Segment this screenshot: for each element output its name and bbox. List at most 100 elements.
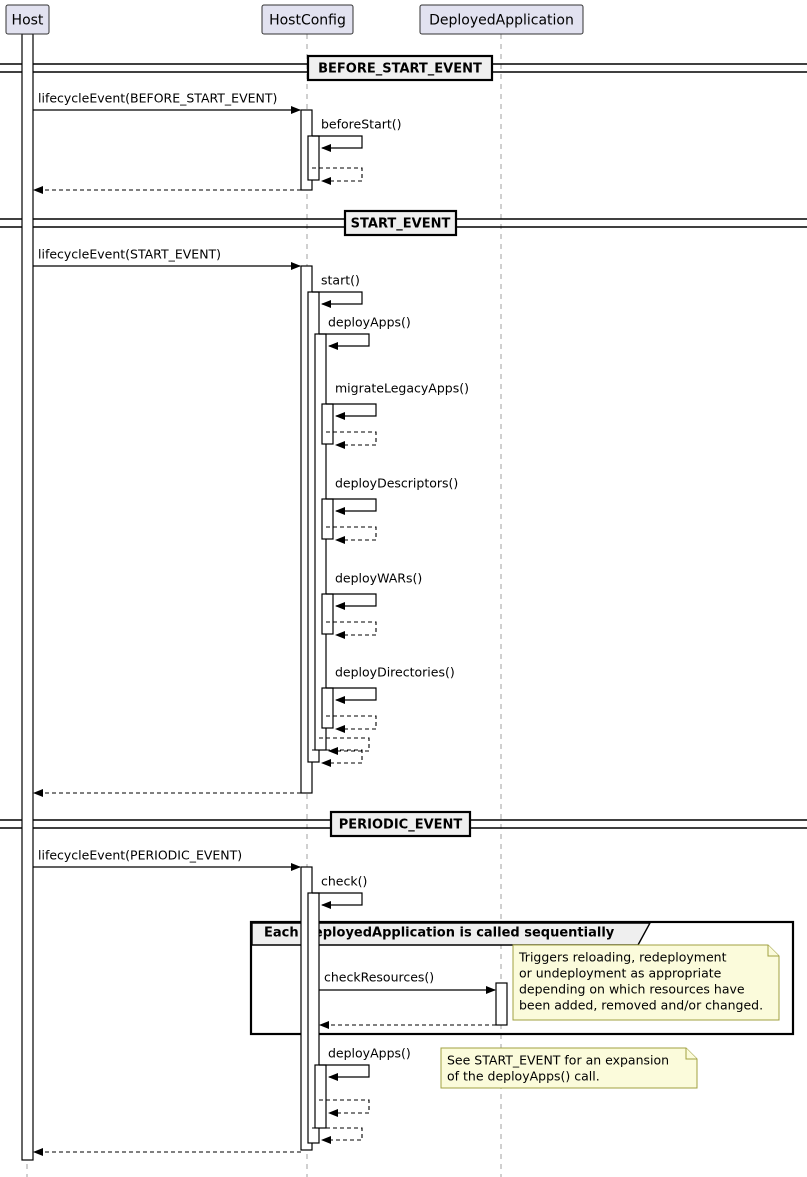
divider-box: [306, 54, 494, 82]
message-label: deployWARs(): [335, 571, 422, 586]
self-call-path: [326, 621, 377, 639]
participant-hostconfig[interactable]: HostConfig: [261, 4, 354, 35]
activations-layer: [21, 33, 508, 1161]
note-line: or undeployment as appropriate: [519, 966, 722, 981]
activation-bar-host-root: [21, 33, 34, 1161]
divider-label: BEFORE_START_EVENT: [318, 62, 482, 77]
message-m6: start(): [312, 273, 363, 308]
message-m13: [326, 621, 377, 639]
participant-host[interactable]: Host: [5, 4, 50, 35]
self-call-path: [319, 1099, 370, 1117]
self-call-path: [312, 892, 363, 909]
message-m9: [326, 431, 377, 449]
groups-layer: Each DeployedApplication is called seque…: [249, 920, 795, 1036]
group-frame: [249, 920, 795, 1036]
message-m8: migrateLegacyApps(): [326, 381, 469, 420]
message-label: lifecycleEvent(PERIODIC_EVENT): [38, 848, 242, 863]
self-call-path: [312, 749, 363, 767]
message-m17: [312, 749, 363, 767]
message-m25: [312, 1127, 363, 1144]
activation-bar-hc-before-start-nested: [307, 135, 320, 181]
divider-box: [329, 810, 472, 838]
message-m12: deployWARs(): [326, 571, 422, 610]
message-label: migrateLegacyApps(): [335, 381, 469, 396]
message-m21: checkResources(): [319, 970, 496, 994]
message-m10: deployDescriptors(): [326, 476, 458, 515]
note-line: been added, removed and/or changed.: [519, 998, 763, 1013]
self-call-path: [326, 403, 377, 420]
participant-box-hostconfig[interactable]: [261, 4, 354, 35]
message-m1: lifecycleEvent(BEFORE_START_EVENT): [33, 91, 301, 114]
self-call-path: [326, 687, 377, 704]
divider-periodic-event: PERIODIC_EVENT: [0, 810, 807, 838]
activation-bar-hc-start-mig: [321, 403, 334, 445]
activation-bar-hc-start-dir: [321, 687, 334, 729]
participant-deployedapp[interactable]: DeployedApplication: [419, 4, 584, 35]
note-line: See START_EVENT for an expansion: [447, 1053, 669, 1068]
message-m24: [319, 1099, 370, 1117]
message-label: checkResources(): [324, 970, 434, 985]
note-line: depending on which resources have: [519, 982, 745, 997]
activation-bar-hc-periodic-2: [314, 1064, 327, 1129]
message-label: check(): [321, 874, 367, 889]
activation-bar-hc-start-war: [321, 593, 334, 635]
messages-layer: lifecycleEvent(BEFORE_START_EVENT)before…: [33, 91, 496, 1156]
divider-label: PERIODIC_EVENT: [339, 818, 463, 833]
message-m5: lifecycleEvent(START_EVENT): [33, 247, 301, 270]
self-call-path: [326, 431, 377, 449]
group-each-deployedapplication: Each DeployedApplication is called seque…: [249, 920, 795, 1036]
message-m20: check(): [312, 874, 367, 909]
participant-label-host: Host: [12, 13, 44, 29]
message-m14: deployDirectories(): [326, 665, 455, 704]
divider-box: [343, 209, 458, 237]
group-label: Each DeployedApplication is called seque…: [264, 926, 615, 941]
self-call-path: [319, 333, 370, 350]
note-fold-corner: [685, 1048, 697, 1060]
message-label: deployDirectories(): [335, 665, 455, 680]
message-m16: [319, 737, 370, 755]
divider-start-event: START_EVENT: [0, 209, 807, 237]
message-m19: lifecycleEvent(PERIODIC_EVENT): [33, 848, 301, 871]
message-m11: [326, 526, 377, 544]
participant-box-host[interactable]: [5, 4, 50, 35]
participants-layer: Host HostConfig DeployedApplication: [5, 4, 584, 35]
message-m3: [312, 167, 363, 185]
message-m7: deployApps(): [319, 315, 411, 350]
activation-bar-da-check: [495, 982, 508, 1026]
self-call-path: [312, 135, 363, 152]
self-call-path: [312, 167, 363, 185]
dividers-layer: BEFORE_START_EVENT START_EVENT PERIODIC_EV…: [0, 54, 807, 838]
divider-label: START_EVENT: [351, 217, 451, 232]
participant-box-deployedapp[interactable]: [419, 4, 584, 35]
message-label: lifecycleEvent(START_EVENT): [38, 247, 221, 262]
lifelines-layer: [26, 34, 502, 1177]
note-body: [440, 1047, 698, 1089]
message-label: deployApps(): [328, 315, 411, 330]
message-label: deployDescriptors(): [335, 476, 458, 491]
divider-before-start-event: BEFORE_START_EVENT: [0, 54, 807, 82]
message-m23: deployApps(): [319, 1046, 411, 1081]
message-label: beforeStart(): [321, 117, 402, 132]
self-call-path: [312, 1127, 363, 1144]
message-label: deployApps(): [328, 1046, 411, 1061]
message-m2: beforeStart(): [312, 117, 402, 152]
note-line: Triggers reloading, redeployment: [518, 950, 727, 965]
self-call-path: [326, 593, 377, 610]
self-call-path: [319, 1064, 370, 1081]
message-label: lifecycleEvent(BEFORE_START_EVENT): [38, 91, 277, 106]
note-body: [512, 944, 780, 1021]
note-fold-corner: [767, 945, 779, 957]
message-label: start(): [321, 273, 360, 288]
self-call-path: [312, 291, 363, 308]
message-m15: [326, 715, 377, 733]
participant-label-deployedapp: DeployedApplication: [429, 13, 574, 29]
self-call-path: [326, 498, 377, 515]
participant-label-hostconfig: HostConfig: [269, 13, 346, 29]
self-call-path: [326, 526, 377, 544]
note-line: of the deployApps() call.: [447, 1069, 600, 1084]
